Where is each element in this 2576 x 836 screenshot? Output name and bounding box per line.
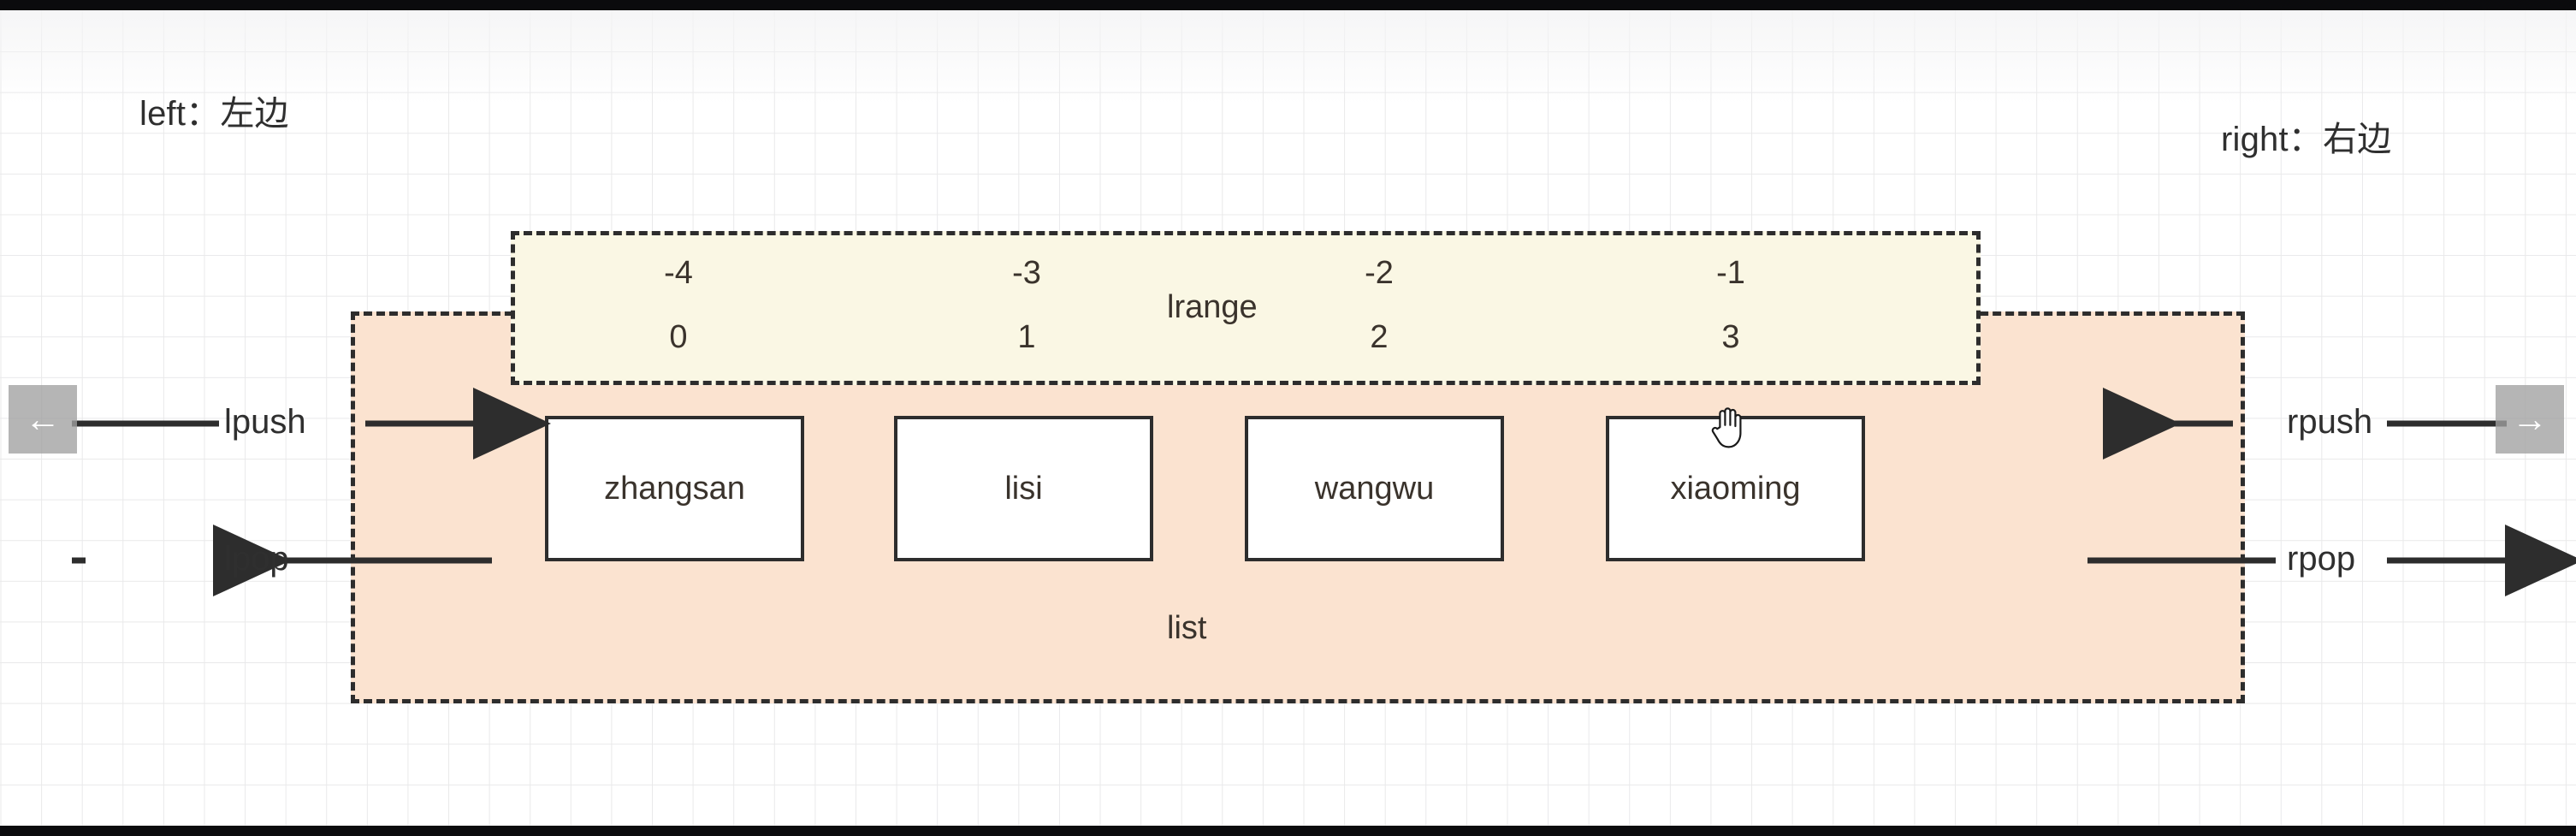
list-item-label: zhangsan bbox=[604, 471, 745, 507]
positive-index-1: 1 bbox=[1017, 319, 1036, 355]
rpop-label: rpop bbox=[2287, 540, 2356, 578]
positive-index-0: 0 bbox=[669, 319, 688, 355]
right-side-label: right：右边 bbox=[2221, 121, 2392, 158]
index-column-2: -2 2 bbox=[1328, 257, 1430, 353]
rpush-label: rpush bbox=[2287, 403, 2373, 441]
lpush-label: lpush bbox=[224, 403, 306, 441]
list-item-label: xiaoming bbox=[1670, 471, 1801, 507]
list-item-label: lisi bbox=[1004, 471, 1043, 507]
next-arrow-icon[interactable]: → bbox=[2496, 385, 2564, 454]
list-container-caption: list bbox=[1167, 610, 1207, 646]
list-item-box[interactable]: wangwu bbox=[1245, 416, 1504, 561]
lrange-container bbox=[511, 231, 1981, 385]
left-side-label: left：左边 bbox=[139, 95, 289, 133]
list-item-box[interactable]: lisi bbox=[894, 416, 1153, 561]
index-column-3: -1 3 bbox=[1679, 257, 1782, 353]
positive-index-3: 3 bbox=[1721, 319, 1740, 355]
window-top-bar bbox=[0, 0, 2576, 10]
operation-arrows bbox=[72, 388, 2576, 596]
prev-arrow-icon[interactable]: ← bbox=[9, 385, 77, 454]
list-item-label: wangwu bbox=[1314, 471, 1435, 507]
positive-index-2: 2 bbox=[1370, 319, 1389, 355]
negative-index-2: -2 bbox=[1365, 255, 1394, 291]
list-item-box[interactable]: zhangsan bbox=[545, 416, 804, 561]
next-arrow-glyph: → bbox=[2512, 399, 2548, 439]
lpop-label: lpop bbox=[224, 540, 289, 578]
negative-index-3: -1 bbox=[1716, 255, 1745, 291]
prev-arrow-glyph: ← bbox=[25, 399, 61, 439]
lrange-container-caption: lrange bbox=[1167, 289, 1258, 325]
index-column-0: -4 0 bbox=[627, 257, 730, 353]
index-column-1: -3 1 bbox=[975, 257, 1078, 353]
negative-index-0: -4 bbox=[664, 255, 693, 291]
window-bottom-bar bbox=[0, 826, 2576, 836]
negative-index-1: -3 bbox=[1012, 255, 1041, 291]
